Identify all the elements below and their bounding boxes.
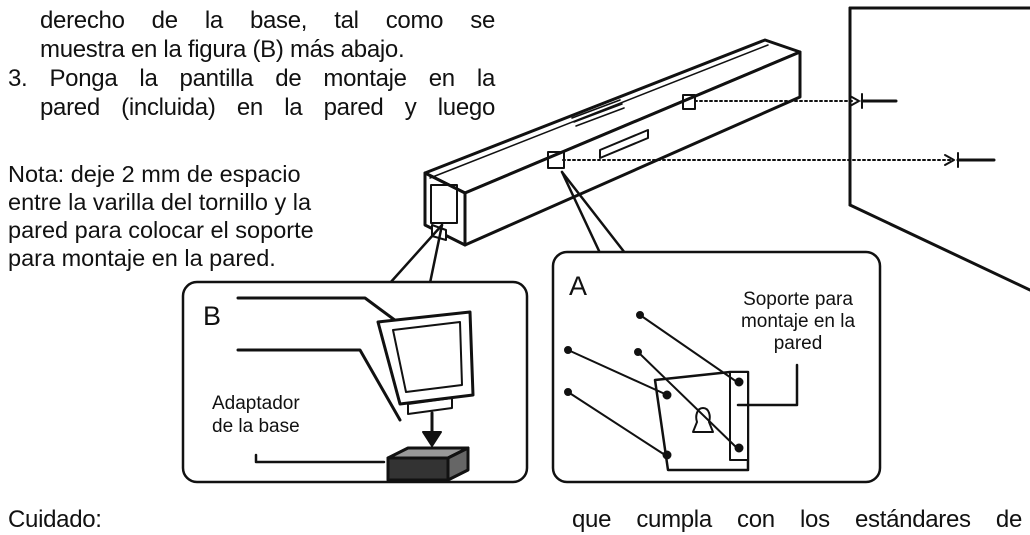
soundbar <box>423 38 802 247</box>
note-line-1: Nota: deje 2 mm de espacio <box>8 161 301 187</box>
base-end-illustration <box>236 296 475 447</box>
wall-outline <box>848 6 1030 292</box>
callout-a-letter: A <box>569 271 587 301</box>
instruction-line-2: muestra en la figura (B) más abajo. <box>40 36 405 63</box>
note-line-4: para montaje en la pared. <box>8 245 276 271</box>
bracket-label-line-1: Soporte para <box>743 289 853 310</box>
bracket-label-line-3: pared <box>774 333 823 354</box>
instruction-line-1: derecho de la base, tal como se <box>40 7 495 34</box>
mounting-illustration: B Adaptador de la base A Soporte para mo… <box>181 6 1030 484</box>
instruction-line-3: 3. Ponga la pantilla de montaje en la <box>8 65 495 92</box>
callout-b-letter: B <box>203 301 221 331</box>
note-line-3: pared para colocar el soporte <box>8 217 314 243</box>
callout-b-box <box>181 280 529 484</box>
adapter-label-line-2: de la base <box>212 416 300 437</box>
screw-guides <box>562 93 996 168</box>
instruction-line-4: pared (incluida) en la pared y luego <box>40 94 495 121</box>
base-adapter <box>386 446 470 482</box>
wall-bracket <box>653 370 750 472</box>
adapter-label-line-1: Adaptador <box>212 393 300 414</box>
bracket-label-line-2: montaje en la <box>741 311 856 332</box>
note-line-2: entre la varilla del tornillo y la <box>8 189 312 215</box>
note-block: Nota: deje 2 mm de espacio entre la vari… <box>8 160 314 272</box>
bracket-screws <box>564 311 738 456</box>
